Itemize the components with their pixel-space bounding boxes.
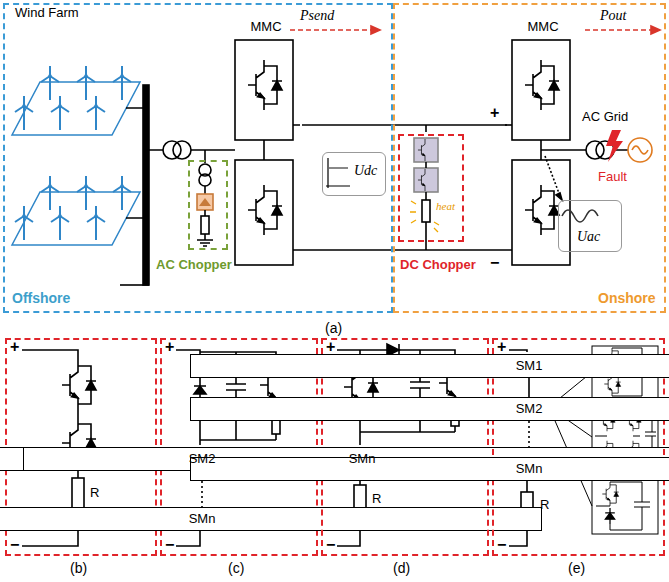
- text-label: −: [10, 536, 19, 554]
- submodule-box: SM1: [190, 354, 669, 378]
- wind-turbine: [41, 66, 59, 100]
- node-label: (e): [568, 560, 585, 576]
- node-label: SM2: [0, 448, 541, 470]
- wind-turbine: [51, 96, 69, 130]
- text-label: R: [90, 486, 99, 501]
- node-label: MMC: [507, 20, 579, 35]
- wind-farm: [12, 82, 140, 245]
- wind-turbine: [51, 206, 69, 240]
- submodule-box: SM2: [0, 447, 542, 471]
- text-label: −: [165, 536, 174, 554]
- offshore-wiring: [120, 40, 512, 285]
- node-label: Onshore: [598, 290, 656, 306]
- node-label: (c): [228, 560, 244, 576]
- text-label: R: [372, 492, 381, 507]
- text-label: −: [490, 254, 499, 272]
- text-label: Fault: [598, 170, 627, 185]
- submodule-box: SMn: [23, 447, 669, 471]
- turbines: [15, 66, 131, 240]
- wind-turbine: [15, 206, 33, 240]
- wind-turbine: [15, 96, 33, 130]
- node-label: DC Chopper: [400, 258, 476, 273]
- region-box: DC Chopperheat: [398, 134, 464, 242]
- region-box: MMC: [507, 20, 579, 274]
- text-label: −: [326, 536, 335, 554]
- node-label: Uac: [577, 229, 600, 245]
- region-box: Udc: [322, 152, 386, 196]
- submodule-box: SMn: [0, 507, 542, 531]
- text-label: R: [540, 498, 549, 513]
- wind-turbine: [113, 176, 131, 210]
- wind-turbine: [77, 176, 95, 210]
- node-label: SMn: [24, 448, 669, 470]
- region-box: Uac: [558, 200, 622, 252]
- region-box: (e)SM1SM2SMn: [492, 338, 665, 556]
- wind-turbine: [41, 176, 59, 210]
- heat-glow: [410, 201, 439, 232]
- node-label: (b): [70, 560, 87, 576]
- wire-connector: [528, 378, 530, 397]
- text-label: +: [10, 338, 19, 356]
- text-label: +: [165, 338, 174, 356]
- text-label: (a): [325, 320, 342, 336]
- text-label: −: [497, 536, 506, 554]
- node-label: AC Chopper: [156, 258, 232, 273]
- node-label: SM1: [191, 355, 669, 377]
- region-box: AC Chopper: [188, 160, 228, 250]
- wind-turbine: [77, 66, 95, 100]
- text-label: +: [490, 104, 499, 122]
- node-label: MMC: [230, 20, 302, 35]
- node-label: SMn: [191, 458, 669, 480]
- region-box: Offshore MMC AC Chopper Udc: [3, 3, 393, 313]
- text-label: AC Grid: [582, 110, 628, 125]
- node-label: SMn: [0, 508, 541, 530]
- text-label: +: [326, 338, 335, 356]
- wind-turbine: [113, 66, 131, 100]
- onshore-wiring: [414, 40, 652, 265]
- text-label: +: [497, 338, 506, 356]
- node-label: (d): [393, 560, 410, 576]
- node-label: heat: [436, 200, 455, 213]
- fault-bolt: [606, 130, 623, 162]
- node-label: Offshore: [12, 290, 70, 306]
- node-label: Udc: [354, 163, 377, 179]
- power-arrows: [290, 26, 660, 34]
- region-box: OnshoreMMCDC ChopperheatUac: [393, 3, 666, 313]
- wind-turbine: [87, 96, 105, 130]
- node-label: SM2: [191, 398, 669, 420]
- wind-turbine: [87, 206, 105, 240]
- submodule-box: SM2: [190, 397, 669, 421]
- text-label: Pout: [600, 8, 626, 24]
- text-label: Wind Farm: [15, 6, 79, 21]
- wire-connector: [302, 124, 507, 126]
- region-box: MMC: [230, 20, 302, 274]
- text-label: Psend: [300, 8, 334, 24]
- submodule-box: SMn: [190, 457, 669, 481]
